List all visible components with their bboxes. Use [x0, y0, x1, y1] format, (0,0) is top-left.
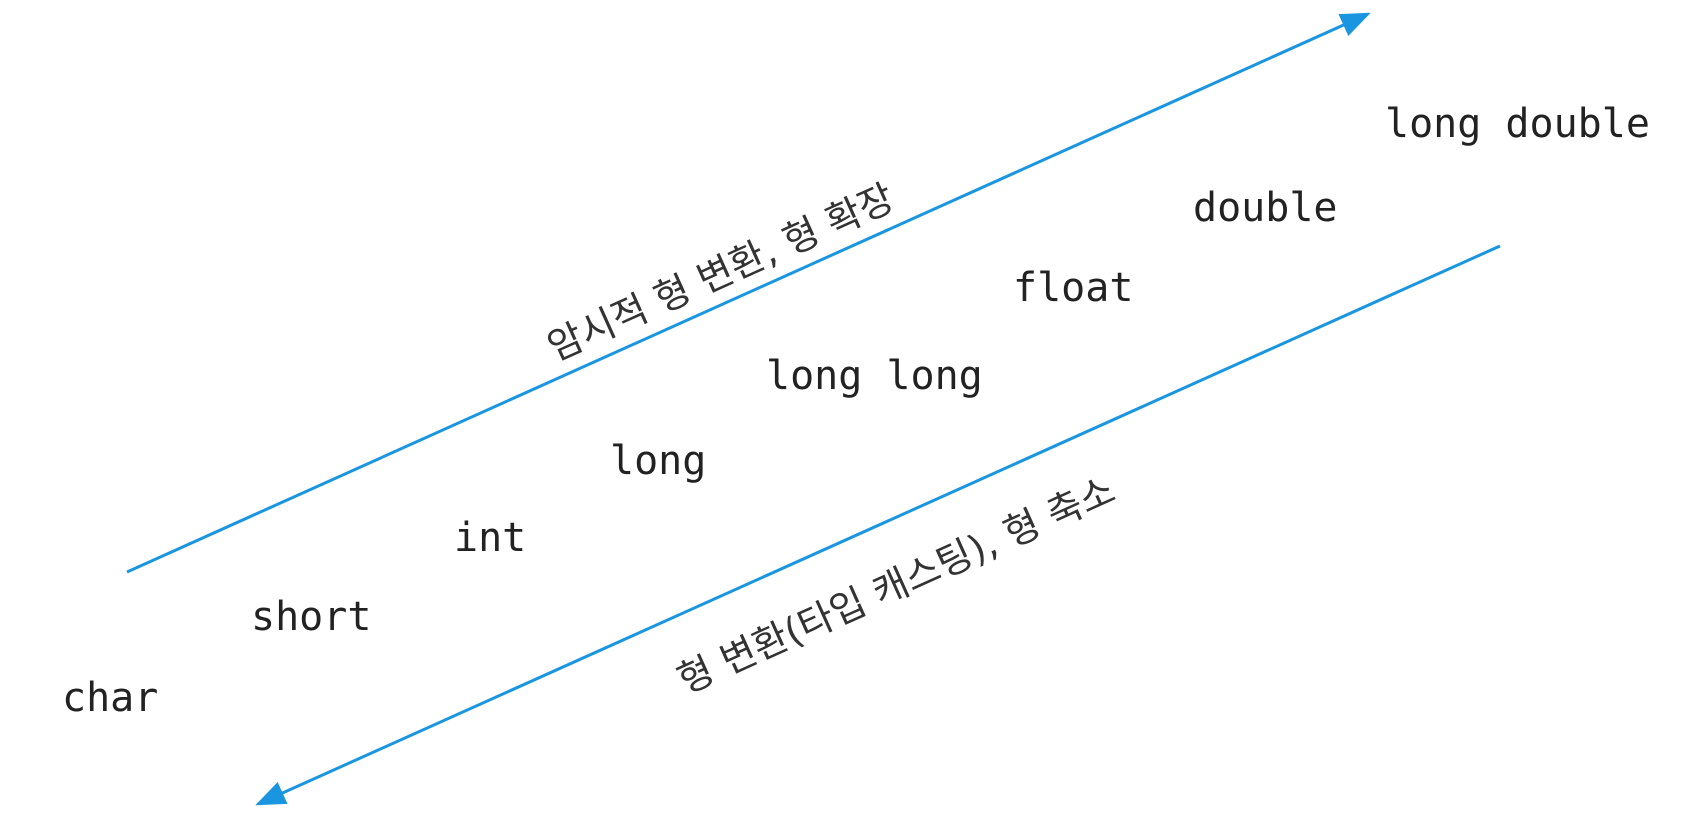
widening-arrow [126, 12, 1371, 574]
type-double: double [1193, 185, 1338, 231]
type-int: int [454, 515, 527, 561]
type-long-long: long long [766, 353, 983, 399]
type-long: long [610, 438, 707, 484]
type-short: short [251, 594, 372, 640]
type-char: char [62, 675, 159, 721]
type-float: float [1013, 265, 1134, 311]
type-long-double: long double [1385, 101, 1650, 147]
narrowing-arrow [255, 244, 1501, 806]
